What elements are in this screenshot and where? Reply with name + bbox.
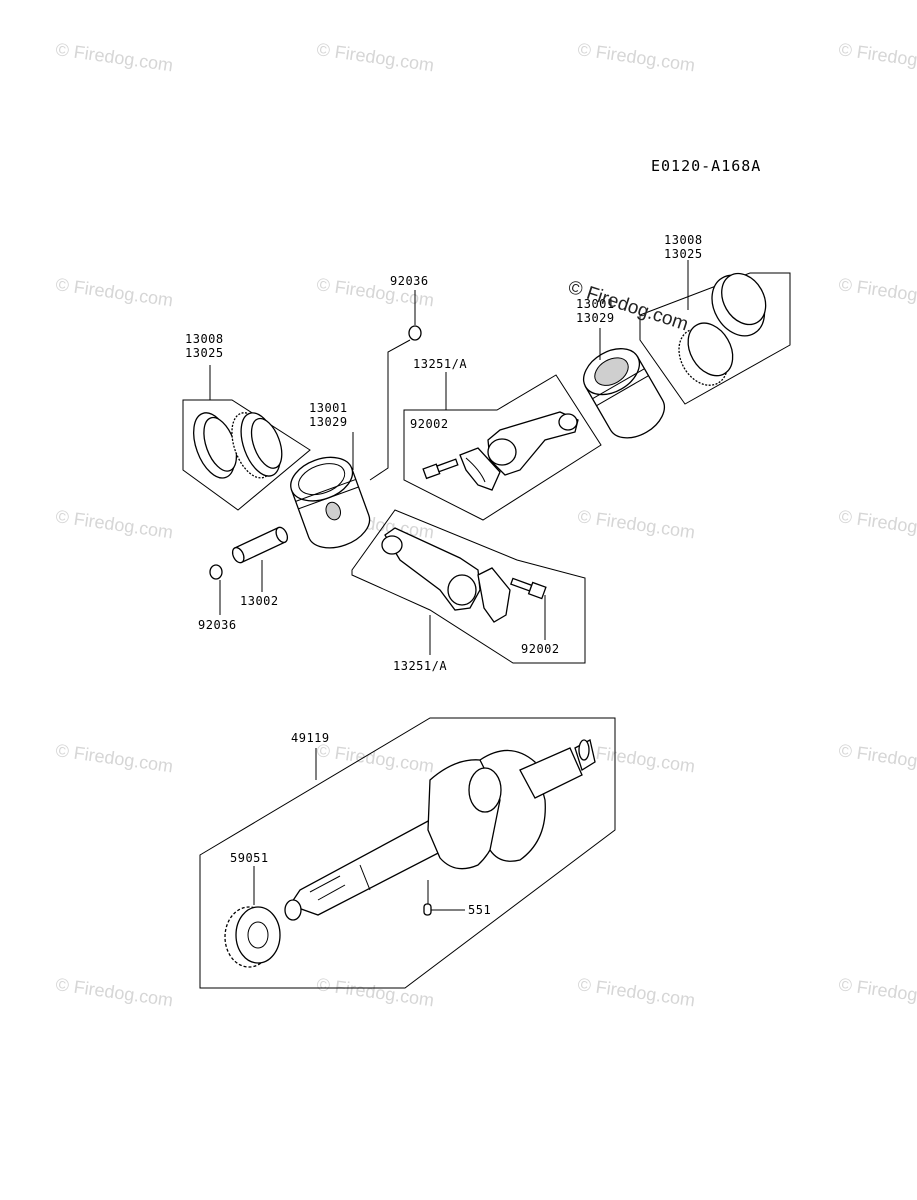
label-92002-bottom: 92002 xyxy=(521,642,560,656)
key-part xyxy=(423,903,465,916)
crankshaft-group xyxy=(199,717,616,989)
label-551: 551 xyxy=(468,903,491,917)
watermark: © Firedog.com xyxy=(837,274,917,310)
label-13025-right: 13025 xyxy=(664,247,703,261)
label-13251A-bottom: 13251/A xyxy=(393,659,447,673)
watermark: © Firedog.com xyxy=(54,39,174,75)
label-13029-right: 13029 xyxy=(576,311,615,325)
piston-pin xyxy=(231,526,289,592)
label-13001-left: 13001 xyxy=(309,401,348,415)
watermark: © Firedog.com xyxy=(315,39,435,75)
conrod-set-top xyxy=(403,372,602,521)
circlip-top xyxy=(369,290,422,481)
piston-left xyxy=(290,432,371,549)
label-13001-right: 13001 xyxy=(576,297,615,311)
label-13002: 13002 xyxy=(240,594,279,608)
diagram-code: E0120-A168A xyxy=(651,157,761,175)
label-13029-left: 13029 xyxy=(309,415,348,429)
label-13008-right: 13008 xyxy=(664,233,703,247)
watermark: © Firedog.com xyxy=(54,506,174,542)
label-13025-left: 13025 xyxy=(185,346,224,360)
watermark: © Firedog.com xyxy=(576,506,696,542)
watermark: © Firedog.com xyxy=(54,274,174,310)
label-13008-left: 13008 xyxy=(185,332,224,346)
background-watermarks: © Firedog.com © Firedog.com © Firedog.co… xyxy=(54,39,917,1010)
circlip-bottom xyxy=(209,564,223,615)
watermark: © Firedog.com xyxy=(576,974,696,1010)
label-49119: 49119 xyxy=(291,731,330,745)
watermark: © Firedog.com xyxy=(837,506,917,542)
watermark: © Firedog.com xyxy=(315,740,435,776)
label-59051: 59051 xyxy=(230,851,269,865)
conrod-set-bottom xyxy=(351,509,586,664)
watermark: © Firedog.com xyxy=(576,39,696,75)
label-92036-bottom: 92036 xyxy=(198,618,237,632)
piston-right xyxy=(583,328,665,439)
crankshaft-gear xyxy=(224,906,281,968)
watermark: © Firedog.com xyxy=(837,974,917,1010)
label-92036-top: 92036 xyxy=(390,274,429,288)
watermark: © Firedog.com xyxy=(837,39,917,75)
watermark: © Firedog.com xyxy=(837,740,917,776)
watermark: © Firedog.com xyxy=(54,740,174,776)
watermark: © Firedog.com xyxy=(54,974,174,1010)
label-13251A-top: 13251/A xyxy=(413,357,467,371)
ring-set-right xyxy=(639,260,791,405)
label-92002-top: 92002 xyxy=(410,417,449,431)
watermark: © Firedog.com xyxy=(315,974,435,1010)
ring-set-left xyxy=(182,365,311,511)
